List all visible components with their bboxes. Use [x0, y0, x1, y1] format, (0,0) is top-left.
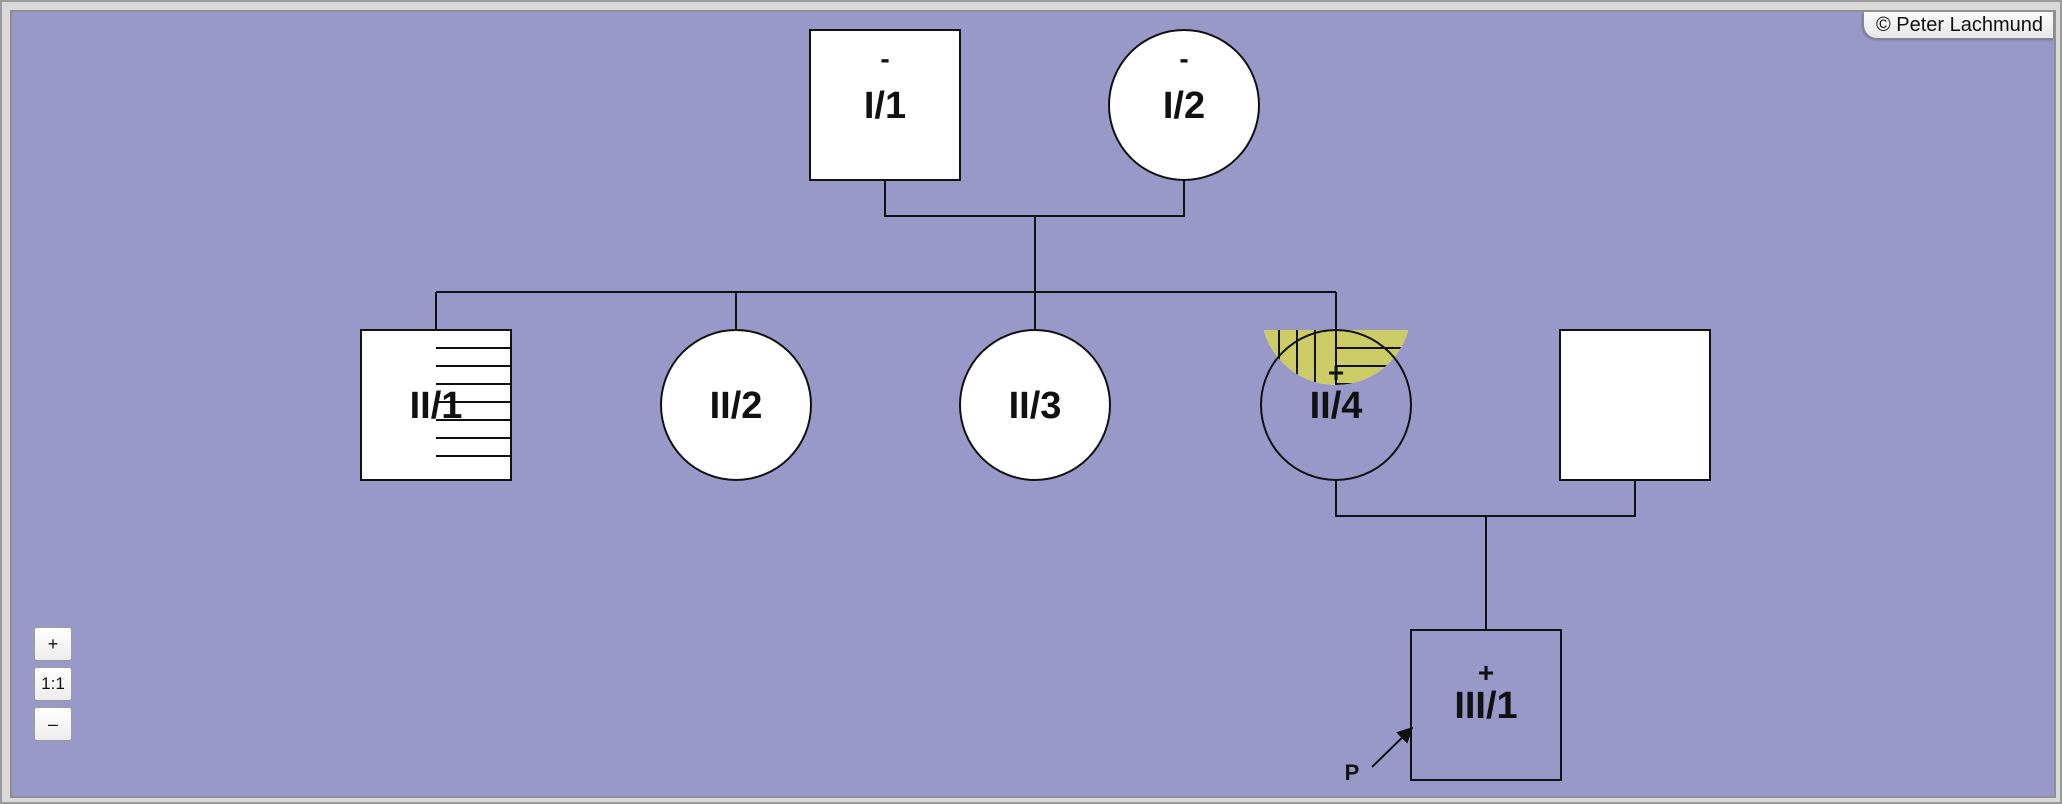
female-symbol: [1108, 29, 1260, 181]
individual-label: I/1: [864, 85, 906, 127]
proband-indicator: P: [1345, 726, 1414, 785]
individual-label: II/1: [410, 385, 463, 427]
status-marker: +: [1328, 357, 1344, 388]
pedigree-canvas[interactable]: - I/1 - I/2: [10, 10, 2056, 798]
zoom-out-button[interactable]: –: [34, 707, 72, 741]
zoom-reset-button[interactable]: 1:1: [34, 667, 72, 701]
female-symbol: [660, 329, 812, 481]
individual-ii2[interactable]: II/2: [660, 329, 812, 481]
individual-ii1[interactable]: II/1: [360, 329, 512, 481]
status-marker: +: [1478, 657, 1494, 688]
individual-ii3[interactable]: II/3: [959, 329, 1111, 481]
proband-arrow-icon: [1371, 726, 1414, 768]
status-marker: -: [880, 43, 889, 74]
status-marker: -: [1179, 43, 1188, 74]
male-symbol: [1559, 329, 1711, 481]
individual-ii4[interactable]: + II/4: [1260, 329, 1412, 481]
zoom-in-button[interactable]: +: [34, 627, 72, 661]
relationship-lines: [435, 180, 1636, 630]
individual-iii1[interactable]: + III/1: [1410, 629, 1562, 781]
horizontal-hatch: [436, 347, 511, 457]
individual-label: III/1: [1454, 685, 1517, 727]
male-symbol: [1410, 629, 1562, 781]
female-symbol: [1260, 329, 1412, 481]
female-symbol: [959, 329, 1111, 481]
male-symbol: [809, 29, 961, 181]
individual-label: II/3: [1009, 385, 1062, 427]
individual-label: II/4: [1310, 385, 1363, 427]
individual-spouse[interactable]: [1559, 329, 1711, 481]
marriage-line-generation-1: [884, 180, 1185, 217]
copyright-tab: © Peter Lachmund: [1862, 12, 2054, 39]
individual-i1[interactable]: - I/1: [809, 29, 961, 181]
individual-label: II/2: [710, 385, 763, 427]
individual-i2[interactable]: - I/2: [1108, 29, 1260, 181]
proband-label: P: [1345, 760, 1360, 785]
pedigree-chart: - I/1 - I/2: [360, 29, 1711, 785]
marriage-line-generation-2: [1335, 479, 1636, 517]
individual-label: I/2: [1163, 85, 1205, 127]
